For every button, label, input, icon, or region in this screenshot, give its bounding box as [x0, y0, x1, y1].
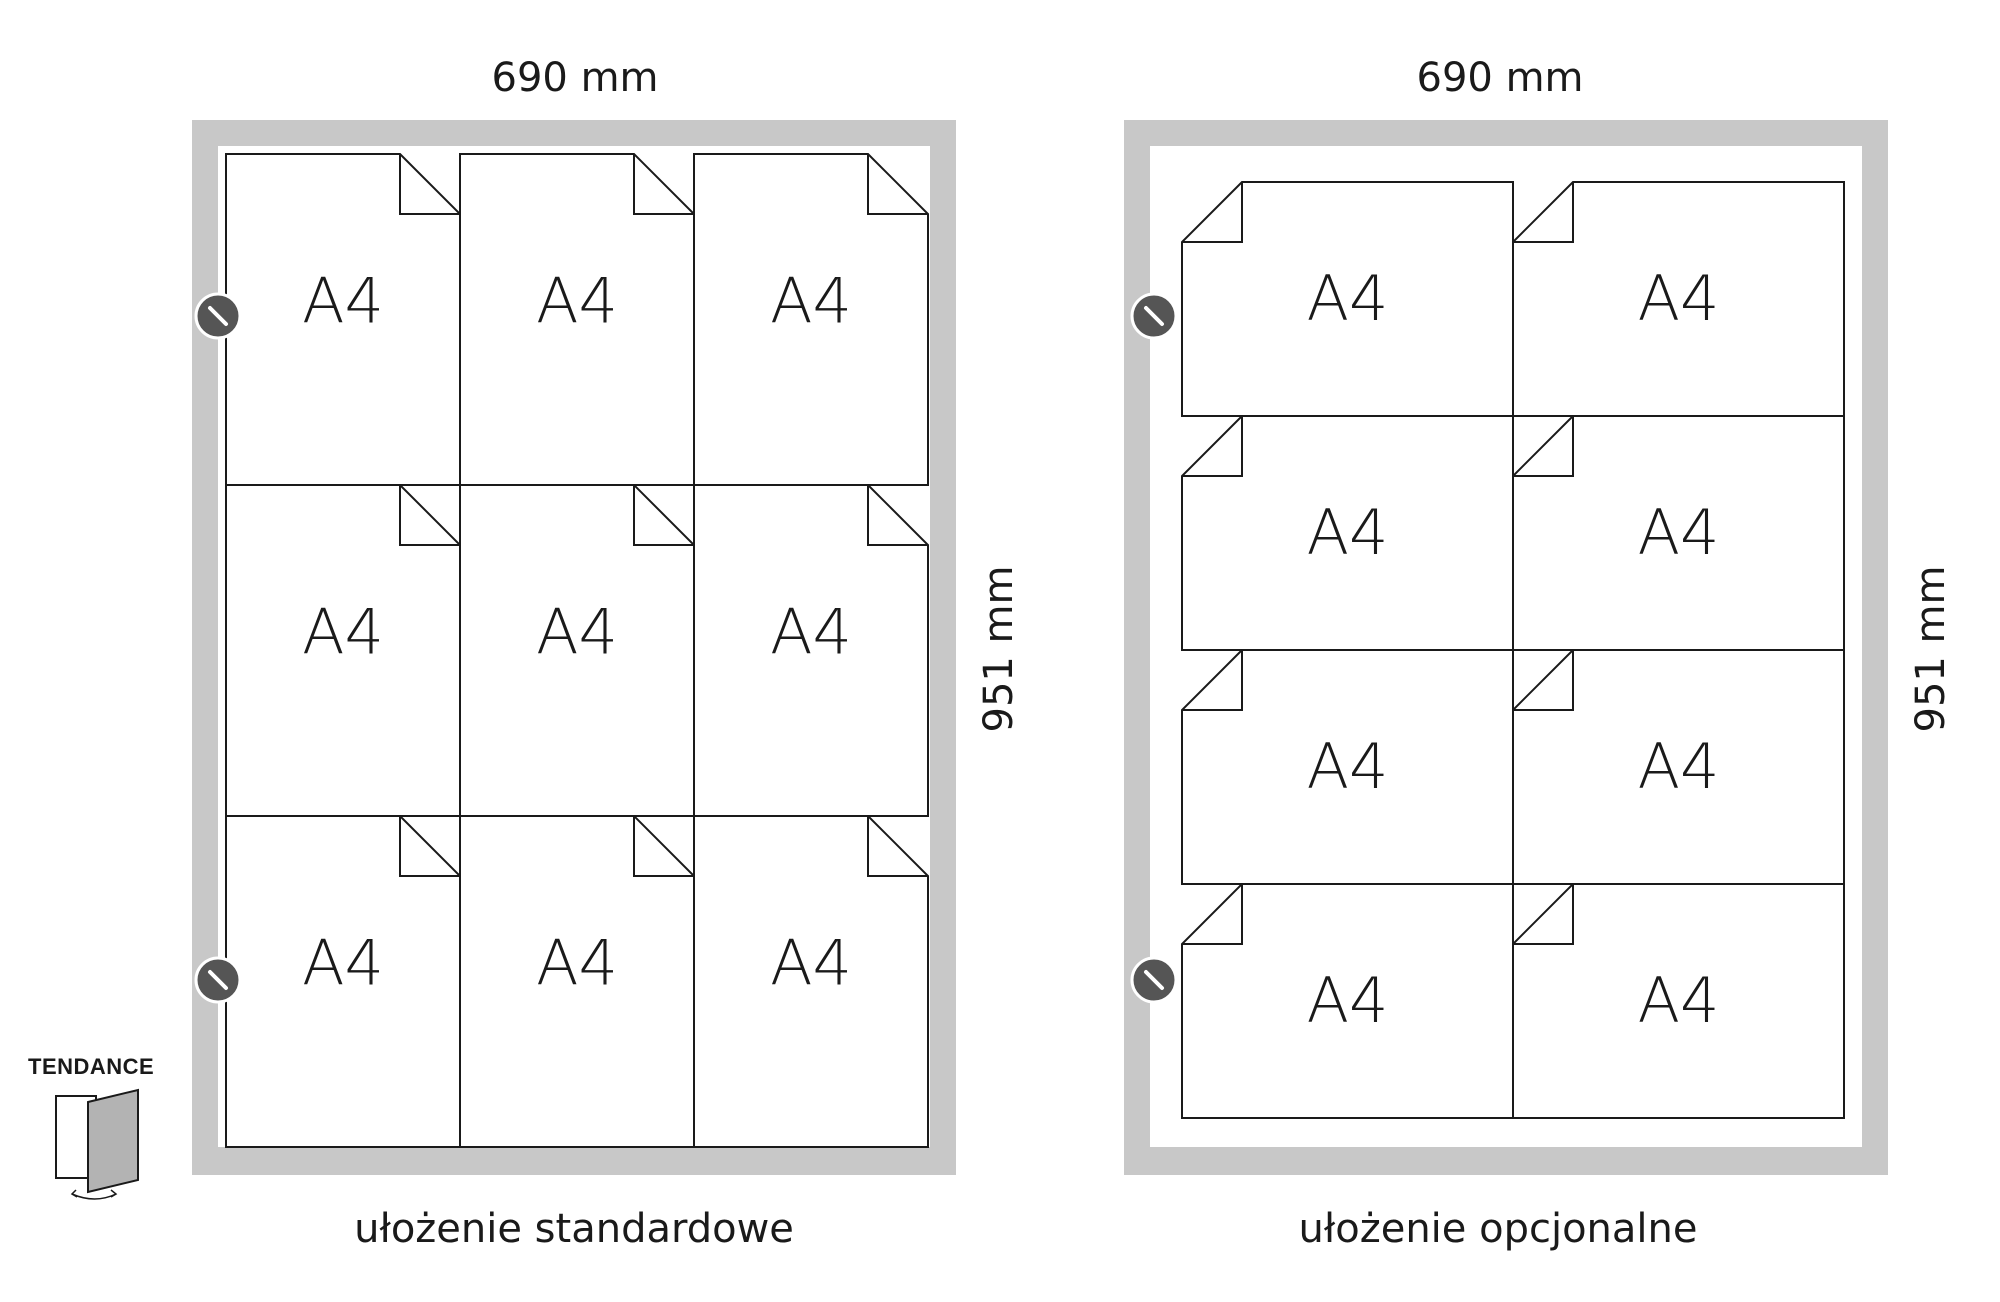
left-sheet-label-0: A4 — [302, 265, 384, 338]
left-sheet-3: A4 — [225, 484, 461, 817]
right-width-label: 690 mm — [1416, 55, 1584, 101]
left-sheet-label-2: A4 — [770, 265, 852, 338]
left-sheet-7: A4 — [459, 815, 695, 1148]
right-sheet-label-4: A4 — [1307, 730, 1389, 803]
left-hinge-icon-0 — [194, 292, 242, 340]
left-sheet-label-1: A4 — [536, 265, 618, 338]
right-sheet-label-2: A4 — [1307, 496, 1389, 569]
left-caption: ułożenie standardowe — [354, 1206, 794, 1252]
right-sheet-label-6: A4 — [1307, 964, 1389, 1037]
right-height-label: 951 mm — [1908, 565, 1954, 733]
right-sheet-label-1: A4 — [1638, 262, 1720, 335]
left-sheet-label-7: A4 — [536, 927, 618, 1000]
left-sheet-5: A4 — [693, 484, 929, 817]
left-sheet-label-6: A4 — [302, 927, 384, 1000]
left-width-label: 690 mm — [491, 55, 659, 101]
brand-name: TENDANCE — [28, 1054, 155, 1079]
right-caption: ułożenie opcjonalne — [1298, 1206, 1698, 1252]
right-sheet-1: A4 — [1512, 181, 1845, 417]
right-sheet-6: A4 — [1181, 883, 1514, 1119]
right-sheet-0: A4 — [1181, 181, 1514, 417]
left-sheet-label-4: A4 — [536, 596, 618, 669]
left-sheet-label-5: A4 — [770, 596, 852, 669]
right-sheet-5: A4 — [1512, 649, 1845, 885]
left-sheet-2: A4 — [693, 153, 929, 486]
right-sheet-label-7: A4 — [1638, 964, 1720, 1037]
right-sheet-7: A4 — [1512, 883, 1845, 1119]
right-sheet-3: A4 — [1512, 415, 1845, 651]
right-sheet-label-5: A4 — [1638, 730, 1720, 803]
left-sheet-label-3: A4 — [302, 596, 384, 669]
left-sheet-1: A4 — [459, 153, 695, 486]
left-hinge-icon-1 — [194, 956, 242, 1004]
right-sheet-label-0: A4 — [1307, 262, 1389, 335]
right-sheet-4: A4 — [1181, 649, 1514, 885]
left-sheet-6: A4 — [225, 815, 461, 1148]
left-sheet-label-8: A4 — [770, 927, 852, 1000]
right-hinge-icon-1 — [1130, 956, 1178, 1004]
left-sheet-8: A4 — [693, 815, 929, 1148]
right-sheet-label-3: A4 — [1638, 496, 1720, 569]
right-hinge-icon-0 — [1130, 292, 1178, 340]
door-opening-icon — [55, 1088, 139, 1200]
right-sheet-2: A4 — [1181, 415, 1514, 651]
